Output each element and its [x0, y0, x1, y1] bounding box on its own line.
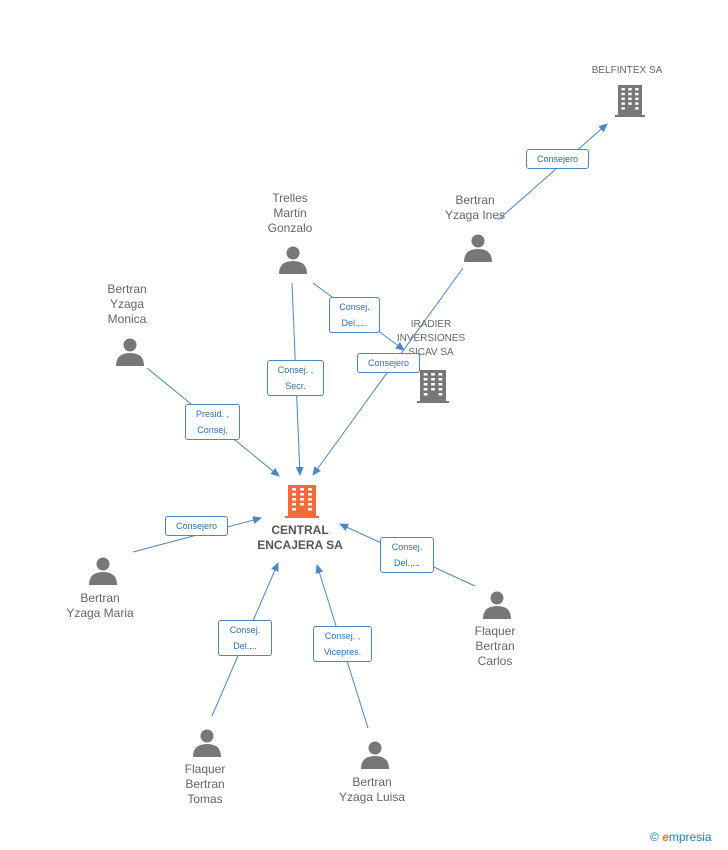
footer-brand: © empresia — [650, 830, 712, 844]
node-label-maria[interactable]: Bertran Yzaga Maria — [66, 591, 134, 620]
edge-label-ines-belfintex[interactable]: Consejero — [526, 149, 589, 169]
person-icon-monica[interactable] — [116, 338, 144, 367]
brand-logo-e: e — [662, 830, 669, 844]
node-label-iradier[interactable]: IRADIER INVERSIONES SICAV SA — [396, 319, 466, 358]
node-label-central[interactable]: CENTRAL ENCAJERA SA — [257, 523, 343, 552]
edge-label-luisa-central[interactable]: Consej. , Vicepres. — [313, 626, 372, 662]
node-label-ines[interactable]: Bertran Yzaga Ines — [444, 193, 506, 222]
person-icon-trelles[interactable] — [279, 246, 307, 275]
node-label-tomas[interactable]: Flaquer Bertran Tomas — [184, 762, 226, 806]
edge-label-carlos-central[interactable]: Consej. Del.,... — [380, 537, 434, 573]
building-icon-iradier[interactable] — [417, 370, 449, 403]
edge-label-monica-central[interactable]: Presid. , Consej. — [185, 404, 240, 440]
node-label-carlos[interactable]: Flaquer Bertran Carlos — [474, 624, 516, 668]
brand-name: mpresia — [668, 830, 712, 844]
person-icon-ines[interactable] — [464, 234, 492, 263]
person-icon-tomas[interactable] — [193, 729, 221, 758]
node-label-trelles[interactable]: Trelles Martin Gonzalo — [267, 191, 313, 235]
edge-label-maria-central[interactable]: Consejero — [165, 516, 228, 536]
edge-label-trelles-central[interactable]: Consej. , Secr. — [267, 360, 324, 396]
node-label-belfintex[interactable]: BELFINTEX SA — [591, 65, 663, 76]
building-icon-central[interactable] — [285, 485, 319, 518]
person-icon-carlos[interactable] — [483, 591, 511, 620]
copyright-symbol: © — [650, 830, 659, 844]
person-icon-maria[interactable] — [89, 557, 117, 586]
edge-ines-belfintex — [497, 123, 608, 221]
node-label-luisa[interactable]: Bertran Yzaga Luisa — [338, 775, 406, 804]
edge-label-ines-central[interactable]: Consejero — [357, 353, 420, 373]
node-label-monica[interactable]: Bertran Yzaga Monica — [107, 282, 147, 326]
building-icon-belfintex[interactable] — [615, 85, 645, 117]
person-icon-luisa[interactable] — [361, 741, 389, 770]
edge-label-trelles-iradier[interactable]: Consej. Del.,... — [329, 297, 380, 333]
edge-label-tomas-central[interactable]: Consej. Del.... — [218, 620, 272, 656]
